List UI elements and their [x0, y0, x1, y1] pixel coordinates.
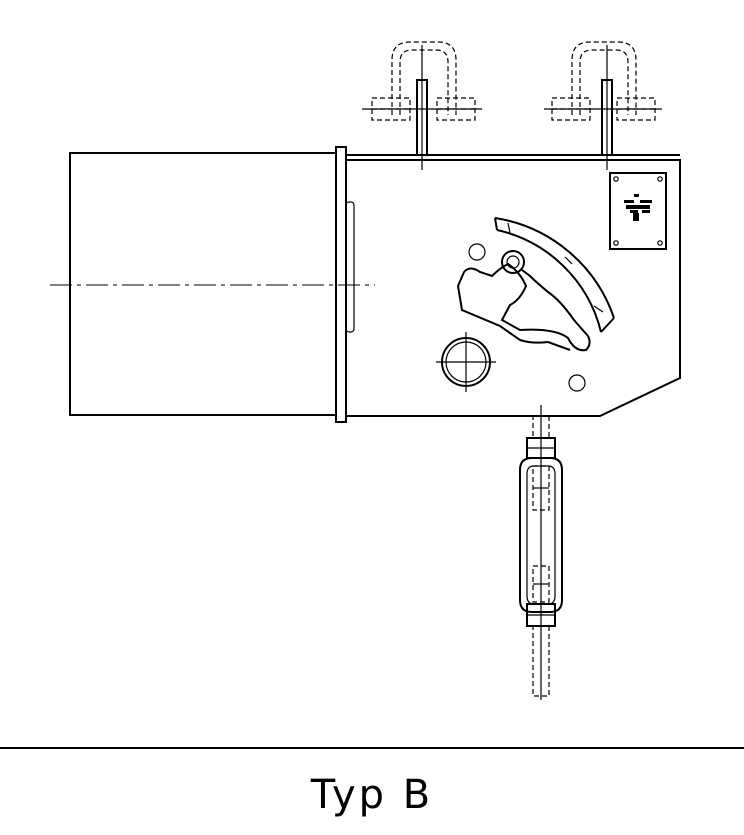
mounting-hole-lower	[568, 374, 586, 392]
position-scale-arc	[494, 217, 615, 333]
drawing-caption: Typ B	[310, 772, 433, 818]
u-bolt-clamp-left	[362, 41, 482, 170]
logo-nameplate	[609, 172, 667, 250]
u-bolt-clamp-right	[544, 41, 662, 170]
brand-logo-icon	[624, 194, 652, 221]
inspection-port	[436, 332, 496, 392]
actuator-body	[346, 154, 681, 417]
motor-cylinder	[69, 152, 337, 416]
turnbuckle-assembly	[519, 405, 563, 700]
mounting-hole-upper	[468, 243, 486, 261]
lever-cam	[456, 250, 591, 352]
